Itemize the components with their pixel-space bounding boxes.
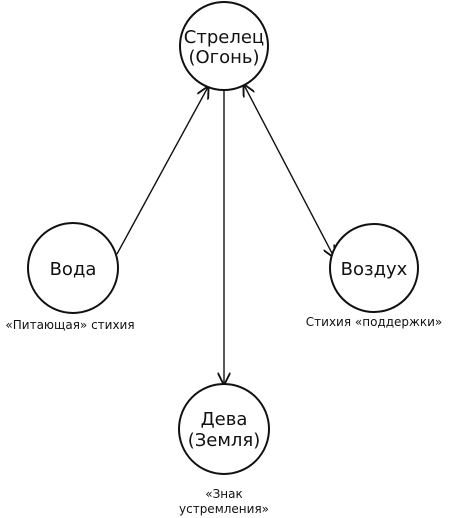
caption-virgo-line2: устремления» (179, 502, 269, 516)
node-sagittarius-circle (179, 1, 269, 91)
node-air: Воздух (329, 223, 419, 313)
node-virgo-label-line2: (Земля) (188, 430, 261, 451)
node-air-circle (329, 223, 419, 313)
node-virgo-label-line1: Дева (201, 409, 248, 430)
node-sagittarius-label-line1: Стрелец (184, 27, 264, 48)
node-virgo: Дева (Земля) (178, 383, 270, 475)
node-sagittarius-label-line2: (Огонь) (188, 47, 259, 68)
node-virgo-circle (178, 383, 270, 475)
node-water-label: Вода (50, 259, 97, 280)
caption-air: Стихия «поддержки» (306, 315, 442, 329)
node-sagittarius: Стрелец (Огонь) (179, 1, 269, 91)
node-water: Вода (27, 222, 119, 314)
arrow-water-to-sagittarius (116, 87, 208, 255)
arrow-sagittarius-air-bidirectional (244, 85, 334, 257)
caption-water: «Питающая» стихия (5, 318, 134, 332)
node-water-circle (27, 222, 119, 314)
caption-virgo-line1: «Знак (205, 487, 242, 501)
node-air-label: Воздух (341, 259, 408, 280)
